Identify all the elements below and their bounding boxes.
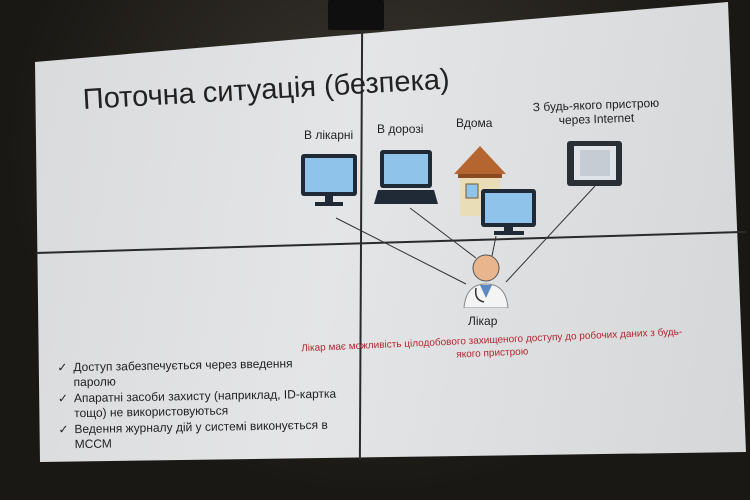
tablet-icon — [567, 141, 622, 186]
location-label-any-device: З будь-якого пристрою через Internet — [533, 96, 660, 128]
check-icon: ✓ — [57, 360, 68, 375]
bullet-text: Апаратні засоби захисту (наприклад, ID-к… — [73, 386, 337, 421]
check-icon: ✓ — [57, 391, 69, 406]
laptop-icon — [374, 150, 438, 204]
doctor-icon — [463, 254, 509, 308]
check-icon: ✓ — [58, 422, 69, 437]
bullet-text: Ведення журналу дій у системі виконуєтьс… — [74, 417, 328, 452]
bullet-item: ✓ Апаратні засоби захисту (наприклад, ID-… — [58, 387, 338, 422]
bullet-item: ✓ Ведення журналу дій у системі виконуєть… — [58, 418, 338, 453]
bullet-list: ✓ Доступ забезпечується через введення па… — [57, 356, 339, 454]
home-monitor-icon — [481, 189, 536, 235]
bullet-text: Доступ забезпечується через введення пар… — [73, 356, 293, 390]
ceiling-camera — [328, 0, 384, 30]
location-label-on-road: В дорозі — [377, 122, 424, 136]
bullet-item: ✓ Доступ забезпечується через введення па… — [57, 356, 337, 391]
location-label-hospital: В лікарні — [304, 128, 354, 142]
location-label-home: Вдома — [456, 116, 493, 130]
doctor-label: Лікар — [468, 314, 498, 328]
desktop-monitor-icon — [301, 154, 357, 206]
